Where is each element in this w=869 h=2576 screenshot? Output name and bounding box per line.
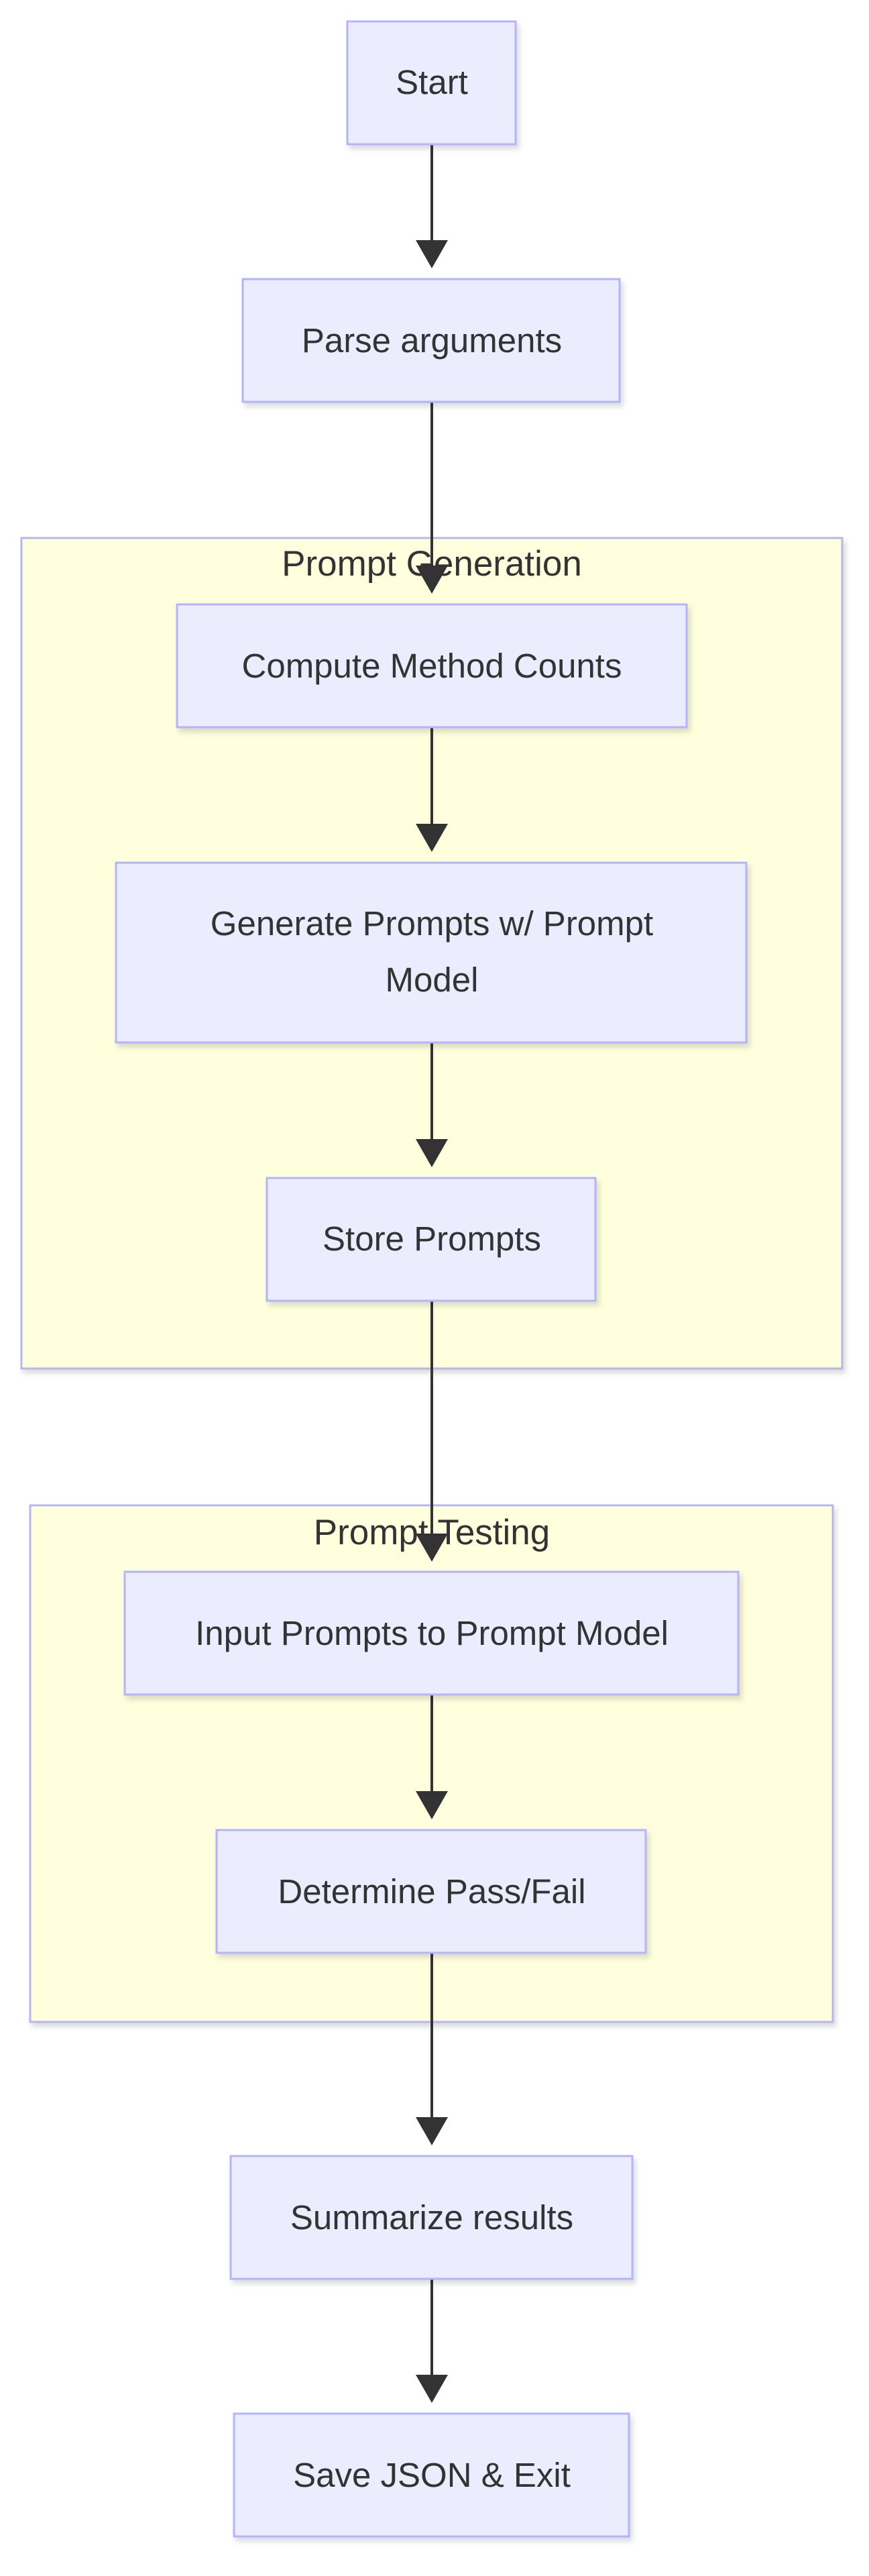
arrowhead-icon <box>416 240 448 268</box>
node-store-prompts-label: Store Prompts <box>323 1220 541 1258</box>
node-input-prompts: Input Prompts to Prompt Model <box>123 1570 740 1696</box>
node-save-json-exit-label: Save JSON & Exit <box>293 2456 571 2494</box>
arrowhead-icon <box>416 2375 448 2403</box>
edge-store-to-input <box>416 1301 448 1562</box>
node-input-prompts-label: Input Prompts to Prompt Model <box>195 1614 669 1652</box>
node-generate-prompts: Generate Prompts w/ Prompt Model <box>115 861 748 1044</box>
node-determine-pass-fail: Determine Pass/Fail <box>215 1829 647 1954</box>
node-parse-arguments-label: Parse arguments <box>302 321 562 360</box>
node-store-prompts: Store Prompts <box>266 1177 597 1302</box>
node-summarize-results-label: Summarize results <box>290 2198 573 2237</box>
edge-summarize-to-save <box>416 2279 448 2403</box>
arrowhead-icon <box>416 1139 448 1167</box>
arrowhead-icon <box>416 566 448 594</box>
node-summarize-results: Summarize results <box>229 2155 634 2280</box>
edges <box>416 145 448 2403</box>
node-generate-prompts-label-line2: Model <box>386 961 479 999</box>
node-compute-method-counts-label: Compute Method Counts <box>242 647 622 685</box>
arrowhead-icon <box>416 824 448 852</box>
node-start: Start <box>346 20 517 146</box>
node-start-label: Start <box>396 63 468 101</box>
arrowhead-icon <box>416 1791 448 1819</box>
arrowhead-icon <box>416 2117 448 2145</box>
node-save-json-exit: Save JSON & Exit <box>233 2412 630 2538</box>
edge-input-to-determine <box>416 1695 448 1819</box>
node-generate-prompts-label-line1: Generate Prompts w/ Prompt <box>211 904 653 943</box>
edge-generate-to-store <box>416 1043 448 1167</box>
node-parse-arguments: Parse arguments <box>241 278 621 403</box>
node-compute-method-counts: Compute Method Counts <box>176 603 688 729</box>
node-determine-pass-fail-label: Determine Pass/Fail <box>278 1872 585 1911</box>
edge-determine-to-summarize <box>416 1953 448 2145</box>
arrowhead-icon <box>416 1534 448 1562</box>
edge-compute-to-generate <box>416 728 448 852</box>
edge-parse-to-compute <box>416 402 448 594</box>
edge-start-to-parse <box>416 145 448 268</box>
